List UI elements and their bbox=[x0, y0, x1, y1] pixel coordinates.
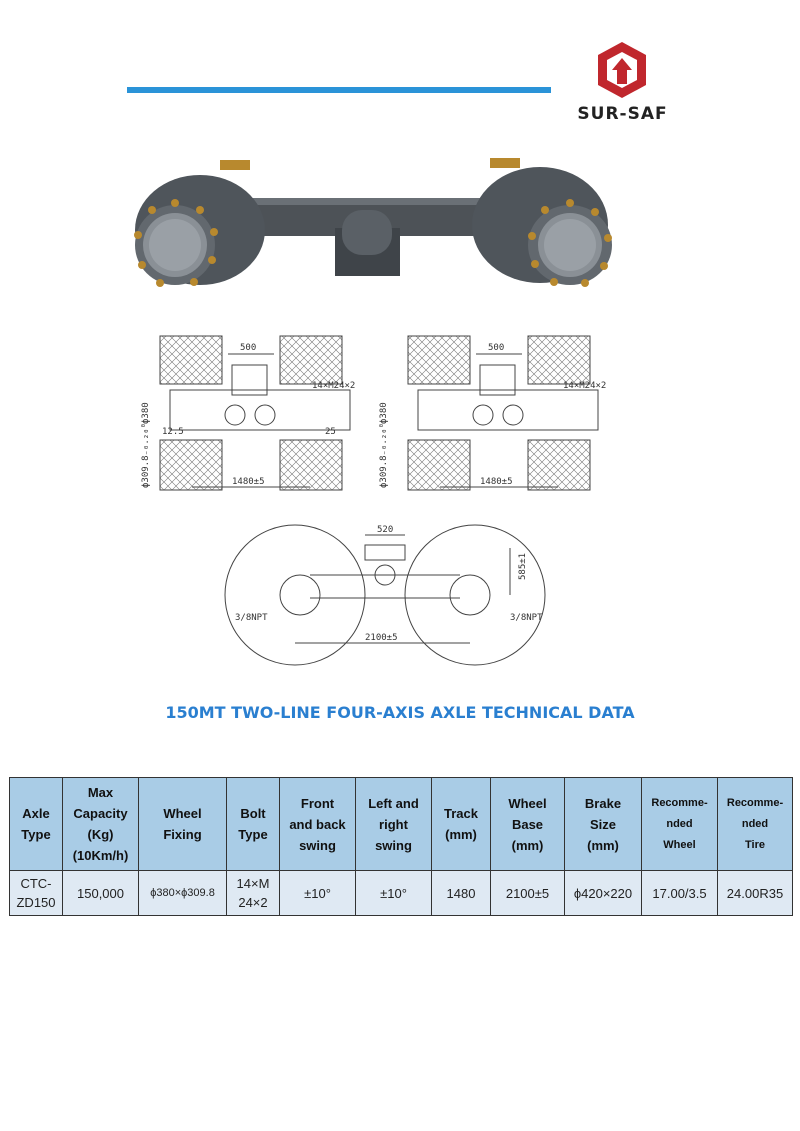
svg-text:ϕ309.8₋₀.₂₀⁰: ϕ309.8₋₀.₂₀⁰ bbox=[379, 423, 389, 488]
svg-text:585±1: 585±1 bbox=[518, 553, 528, 580]
svg-text:3/8NPT: 3/8NPT bbox=[235, 613, 268, 623]
svg-text:14×M24×2: 14×M24×2 bbox=[563, 381, 606, 391]
cell-brake-size: ϕ420×220 bbox=[564, 870, 642, 916]
svg-text:14×M24×2: 14×M24×2 bbox=[312, 381, 355, 391]
header-rule bbox=[127, 87, 551, 93]
cell-wheel-base: 2100±5 bbox=[490, 870, 565, 916]
axle-product-photo bbox=[134, 158, 612, 287]
cell-track: 1480 bbox=[431, 870, 491, 916]
cell-recommended-wheel: 17.00/3.5 bbox=[641, 870, 718, 916]
cell-max-capacity: 150,000 bbox=[62, 870, 139, 916]
svg-text:3/8NPT: 3/8NPT bbox=[510, 613, 543, 623]
svg-text:12.5: 12.5 bbox=[162, 427, 184, 437]
svg-text:ϕ380: ϕ380 bbox=[379, 402, 389, 424]
cell-recommended-tire: 24.00R35 bbox=[717, 870, 793, 916]
svg-text:500: 500 bbox=[240, 343, 256, 353]
side-view-drawing: 520 585±1 3/8NPT 3/8NPT 2100±5 bbox=[224, 524, 546, 666]
cell-axle-type: CTC-ZD150 bbox=[9, 870, 63, 916]
brand-logo: SUR-SAF bbox=[560, 40, 690, 130]
section-title: 150MT TWO-LINE FOUR-AXIS AXLE TECHNICAL … bbox=[165, 703, 635, 722]
svg-text:2100±5: 2100±5 bbox=[365, 633, 398, 643]
svg-text:1480±5: 1480±5 bbox=[480, 477, 513, 487]
brand-name: SUR-SAF bbox=[577, 104, 668, 124]
svg-text:25: 25 bbox=[325, 427, 336, 437]
svg-text:500: 500 bbox=[488, 343, 504, 353]
svg-text:520: 520 bbox=[377, 525, 393, 535]
svg-text:ϕ380: ϕ380 bbox=[141, 402, 151, 424]
cell-wheel-fixing: ϕ380×ϕ309.8 bbox=[138, 870, 227, 916]
cell-left-right-swing: ±10° bbox=[355, 870, 432, 916]
front-view-drawing-right: 500 14×M24×2 ϕ380 ϕ309.8₋₀.₂₀⁰ 1480±5 bbox=[379, 335, 606, 491]
svg-text:ϕ309.8₋₀.₂₀⁰: ϕ309.8₋₀.₂₀⁰ bbox=[141, 423, 151, 488]
cell-front-back-swing: ±10° bbox=[279, 870, 356, 916]
front-view-drawing-left: 500 14×M24×2 ϕ380 ϕ309.8₋₀.₂₀⁰ 12.5 25 1… bbox=[141, 335, 355, 491]
header-track: Track(mm) bbox=[431, 777, 491, 871]
svg-text:1480±5: 1480±5 bbox=[232, 477, 265, 487]
sur-saf-emblem-icon bbox=[598, 42, 646, 98]
